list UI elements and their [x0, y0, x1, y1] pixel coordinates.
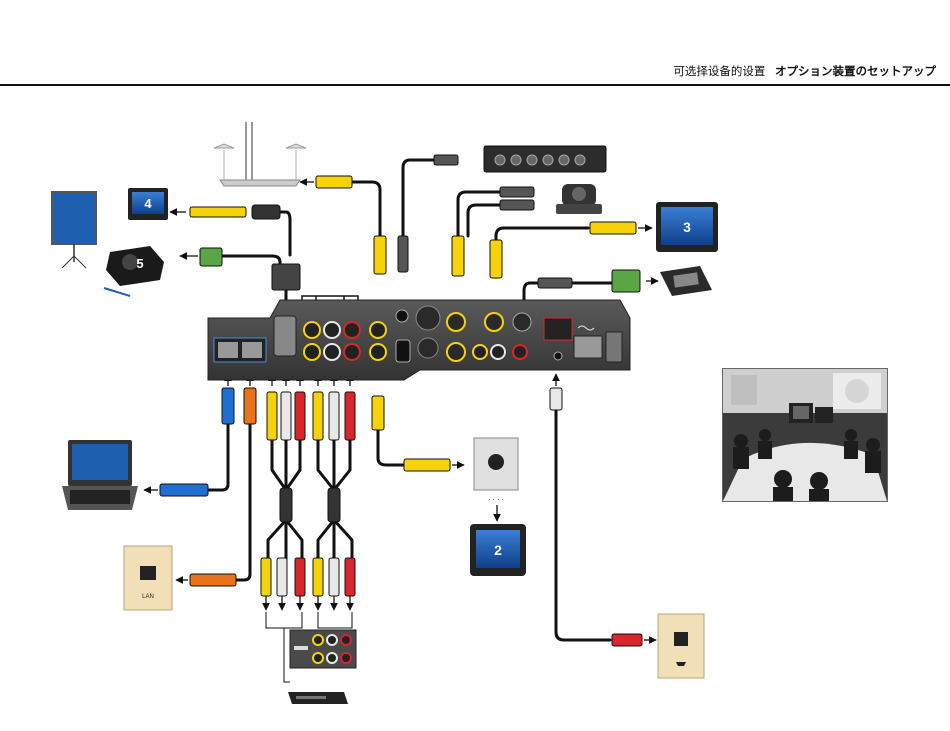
vga-port — [274, 316, 296, 356]
vcr-connector-panel — [290, 630, 356, 668]
lan-port-1 — [218, 342, 238, 358]
audio-mixer — [484, 146, 606, 172]
control-pad — [660, 266, 712, 296]
laptop — [62, 440, 138, 510]
lan-port-2 — [242, 342, 262, 358]
cable-camera-1 — [458, 192, 500, 236]
svideo-out-port — [370, 344, 386, 360]
monitor-2: 2 — [470, 524, 526, 576]
cable-projector-5 — [222, 256, 280, 265]
monitor-4: 4 — [128, 188, 168, 220]
mic-port — [370, 322, 386, 338]
dotted-link: . . . . — [488, 493, 504, 502]
camera — [556, 184, 602, 214]
svideo-wall-box: . . . . — [474, 438, 518, 502]
monitor-2-label: 2 — [494, 542, 502, 558]
projector-5: 5 — [104, 246, 164, 296]
projection-screen — [52, 192, 96, 268]
cable-mic-to-panel — [352, 182, 380, 236]
conference-room-photo — [722, 368, 888, 502]
cable-monitor-2 — [378, 428, 404, 465]
lan-wall-jack: LAN — [124, 546, 172, 610]
codec-rear-panel — [208, 300, 630, 380]
lan-jack-label: LAN — [142, 594, 154, 600]
photo-illustration — [723, 369, 887, 501]
monitor-4-label: 4 — [144, 196, 152, 211]
phone-port — [544, 318, 572, 340]
microphone-pods — [214, 122, 306, 186]
cable-laptop-lan — [208, 420, 228, 490]
cable-mixer-to-panel — [403, 160, 434, 236]
cable-phone-line — [556, 408, 610, 640]
cable-control-pad — [524, 283, 538, 300]
cable-monitor-4 — [278, 212, 290, 255]
projector-5-label: 5 — [136, 256, 143, 271]
monitor-3-label: 3 — [683, 219, 691, 235]
vcr — [288, 692, 348, 704]
cable-monitor-3 — [496, 228, 588, 240]
power-port — [574, 336, 602, 358]
cable-wall-lan — [236, 420, 250, 580]
monitor-3: 3 — [656, 202, 718, 252]
cable-camera-2 — [468, 205, 500, 236]
phone-wall-jack — [658, 614, 704, 678]
